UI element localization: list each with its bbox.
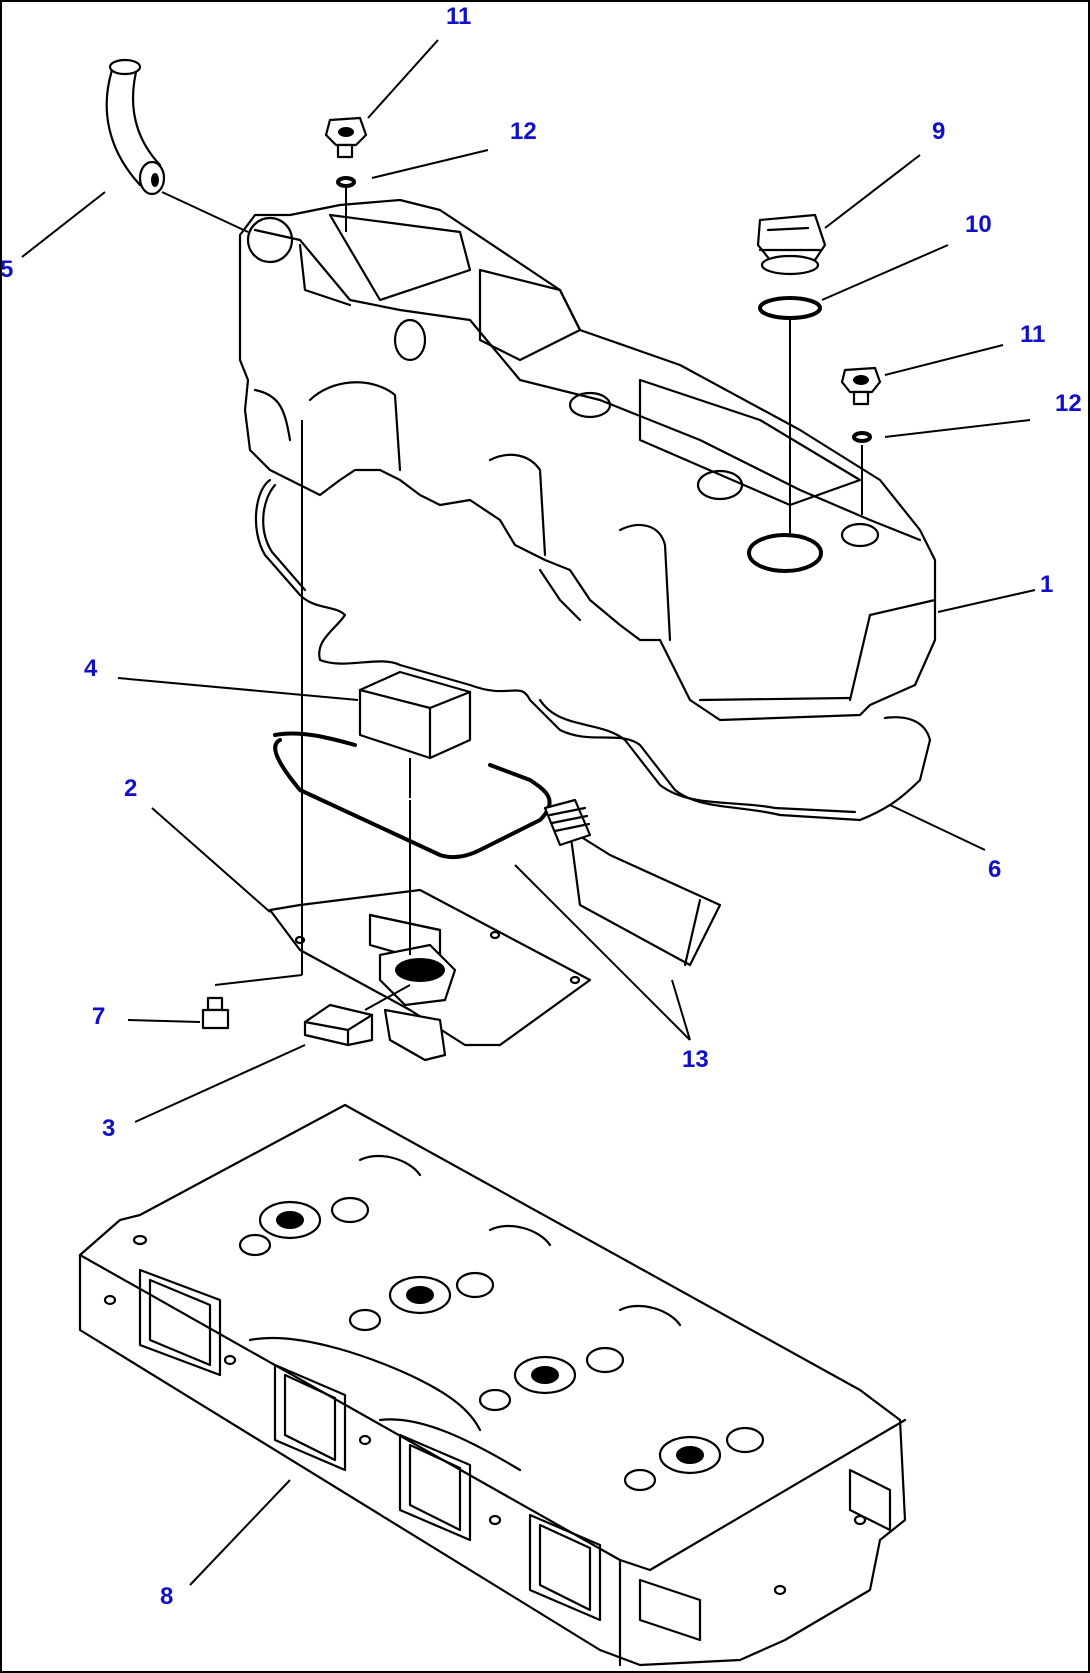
small-bolt [201,996,230,1030]
filler-cap-o-ring [758,296,822,320]
cover-washer-right [852,431,872,443]
leader-9 [824,154,921,229]
callout-7: 7 [92,1003,105,1030]
leader-12a [371,149,489,179]
small-block-center-line [364,984,411,1011]
callout-11-right: 11 [1020,321,1045,348]
leader-5 [21,191,106,258]
oil-filler-cap [756,213,827,276]
callout-4: 4 [84,655,98,682]
callout-11-top: 11 [446,3,471,30]
leader-12b [884,419,1031,438]
callout-13: 13 [682,1046,709,1073]
block-part [358,670,472,760]
leader-4 [117,677,359,701]
valve-cover [238,198,937,722]
breather-hose [105,58,166,196]
leader-8 [189,1479,291,1586]
plate [268,888,592,1062]
callout-1: 1 [1040,571,1053,598]
callout-5: 5 [0,256,13,283]
sealant-tube [543,798,722,967]
cover-gasket [254,478,932,822]
small-block [303,1003,374,1047]
leader-2 [151,807,271,913]
leader-1 [937,589,1036,613]
leader-10 [821,244,949,301]
leader-11b [884,344,1004,376]
bolt-7-center-line [214,974,303,986]
leader-3 [134,1044,306,1123]
cover-gasket-inner [262,483,857,814]
cylinder-head [78,1103,907,1667]
callout-12-right: 12 [1055,390,1082,417]
leader-13b [671,979,691,1041]
callout-6: 6 [988,856,1001,883]
callout-9: 9 [932,118,945,145]
callout-8: 8 [160,1583,173,1610]
liquid-gasket-bead [273,731,552,860]
leader-13a [514,864,691,1041]
callout-10: 10 [965,211,992,238]
cover-washer-left [336,176,356,188]
callout-12-top: 12 [510,118,537,145]
callout-3: 3 [102,1115,115,1142]
leader-5b [161,191,249,233]
leader-11a [367,39,439,119]
cover-bolt-right [840,366,882,406]
leader-6 [889,804,986,851]
cover-bolt-left [324,116,368,159]
callout-2: 2 [124,775,137,802]
leader-7 [127,1019,201,1023]
